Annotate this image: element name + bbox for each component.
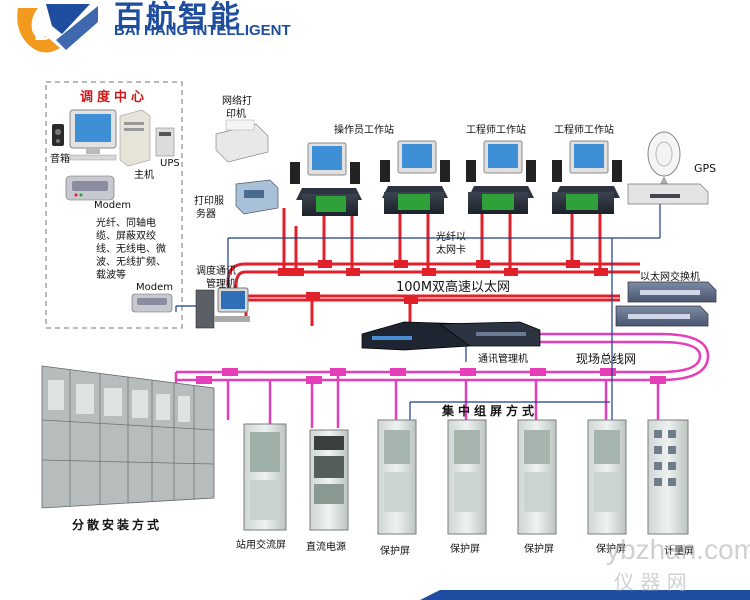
distributed-switchgear-icon [41, 365, 215, 509]
watermark-latin: ybzhan.com [606, 534, 750, 565]
link-text-1: 光纤、同轴电 [96, 218, 156, 229]
ethernet-switch-icon [615, 281, 717, 327]
host-tower-icon [119, 109, 151, 167]
comm-manager-label: 通讯管理机 [478, 354, 528, 365]
protection-cabinet-4-icon [587, 419, 627, 535]
modem-bottom-label: Modem [136, 282, 173, 293]
distributed-label: 分散安装方式 [72, 518, 163, 532]
print-server-label-2: 务器 [196, 209, 216, 220]
meter-label: 计量屏 [664, 546, 694, 557]
dc-power-label: 直流电源 [306, 542, 346, 553]
print-server-icon [235, 179, 279, 215]
svg-text:B: B [34, 19, 51, 46]
signal-lines [175, 200, 661, 420]
protect-label-4: 保护屏 [596, 544, 626, 555]
link-text-5: 载波等 [96, 270, 126, 281]
centralized-label: 集中组屏方式 [442, 404, 539, 418]
ethernet-taps [278, 260, 608, 304]
link-text-3: 线、无线电、微 [96, 244, 166, 255]
fieldbus-label: 现场总线网 [576, 352, 637, 366]
operator-workstation-icon [290, 142, 362, 216]
print-server-label-1: 打印服 [194, 196, 224, 207]
gps-label: GPS [694, 162, 717, 175]
protect-label-1: 保护屏 [380, 546, 410, 557]
protection-cabinet-2-icon [447, 419, 487, 535]
network-printer-label-2: 印机 [226, 109, 246, 120]
fieldbus-network [174, 332, 710, 428]
operator-ws-label: 操作员工作站 [334, 125, 394, 136]
brand-name-en: BAI HANG INTELLIGENT [114, 22, 291, 39]
engineer-ws-label-2: 工程师工作站 [554, 125, 614, 136]
network-printer-icon [215, 119, 269, 163]
protection-cabinet-3-icon [517, 419, 557, 535]
link-text-2: 缆、屏蔽双绞 [96, 231, 156, 242]
ups-label: UPS [160, 158, 180, 169]
dispatch-comm-label-2: 管理机 [206, 279, 236, 290]
meter-cabinet-icon [647, 419, 689, 535]
comm-manager-device-icon [361, 321, 541, 351]
speaker-icon [52, 124, 64, 146]
gps-antenna-icon [647, 131, 681, 192]
fieldbus-taps [196, 368, 666, 384]
network-printer-label-1: 网络打 [222, 96, 252, 107]
protect-label-3: 保护屏 [524, 544, 554, 555]
brand-logo-icon: B [17, 4, 98, 53]
engineer-workstation-2-icon [466, 140, 536, 214]
dispatch-center-frame [45, 81, 183, 329]
protect-label-2: 保护屏 [450, 544, 480, 555]
footer-band [420, 590, 750, 600]
speaker-label: 音箱 [50, 154, 70, 165]
host-label: 主机 [134, 170, 154, 181]
gps-receiver-icon [627, 183, 709, 205]
ac-panel-label: 站用交流屏 [236, 540, 286, 551]
modem-top-icon [65, 175, 115, 201]
modem-bottom-icon [131, 293, 173, 313]
engineer-workstation-3-icon [552, 140, 622, 214]
dispatch-comm-manager-icon [195, 287, 250, 329]
watermark-cn: 仪 器 网 [614, 570, 687, 594]
dispatch-center-title: 调度中心 [80, 90, 149, 105]
engineer-ws-label-1: 工程师工作站 [466, 125, 526, 136]
ups-icon [155, 127, 175, 157]
fiber-card-label-1: 光纤以 [436, 232, 466, 243]
modem-top-label: Modem [94, 200, 131, 211]
dispatch-comm-label-1: 调度通讯 [196, 266, 236, 277]
link-text-4: 波、无线扩频、 [96, 257, 166, 268]
engineer-workstation-1-icon [380, 140, 450, 214]
brand-name-cn: 百航智能 [114, 1, 242, 34]
dispatch-monitor-icon [69, 109, 117, 161]
ethernet-label: 100M双高速以太网 [396, 280, 511, 295]
switch-label: 以太网交换机 [640, 272, 700, 283]
protection-cabinet-1-icon [377, 419, 417, 535]
ac-panel-cabinet-icon [243, 423, 287, 531]
dc-power-cabinet-icon [309, 429, 349, 531]
fiber-card-label-2: 太网卡 [436, 245, 466, 256]
